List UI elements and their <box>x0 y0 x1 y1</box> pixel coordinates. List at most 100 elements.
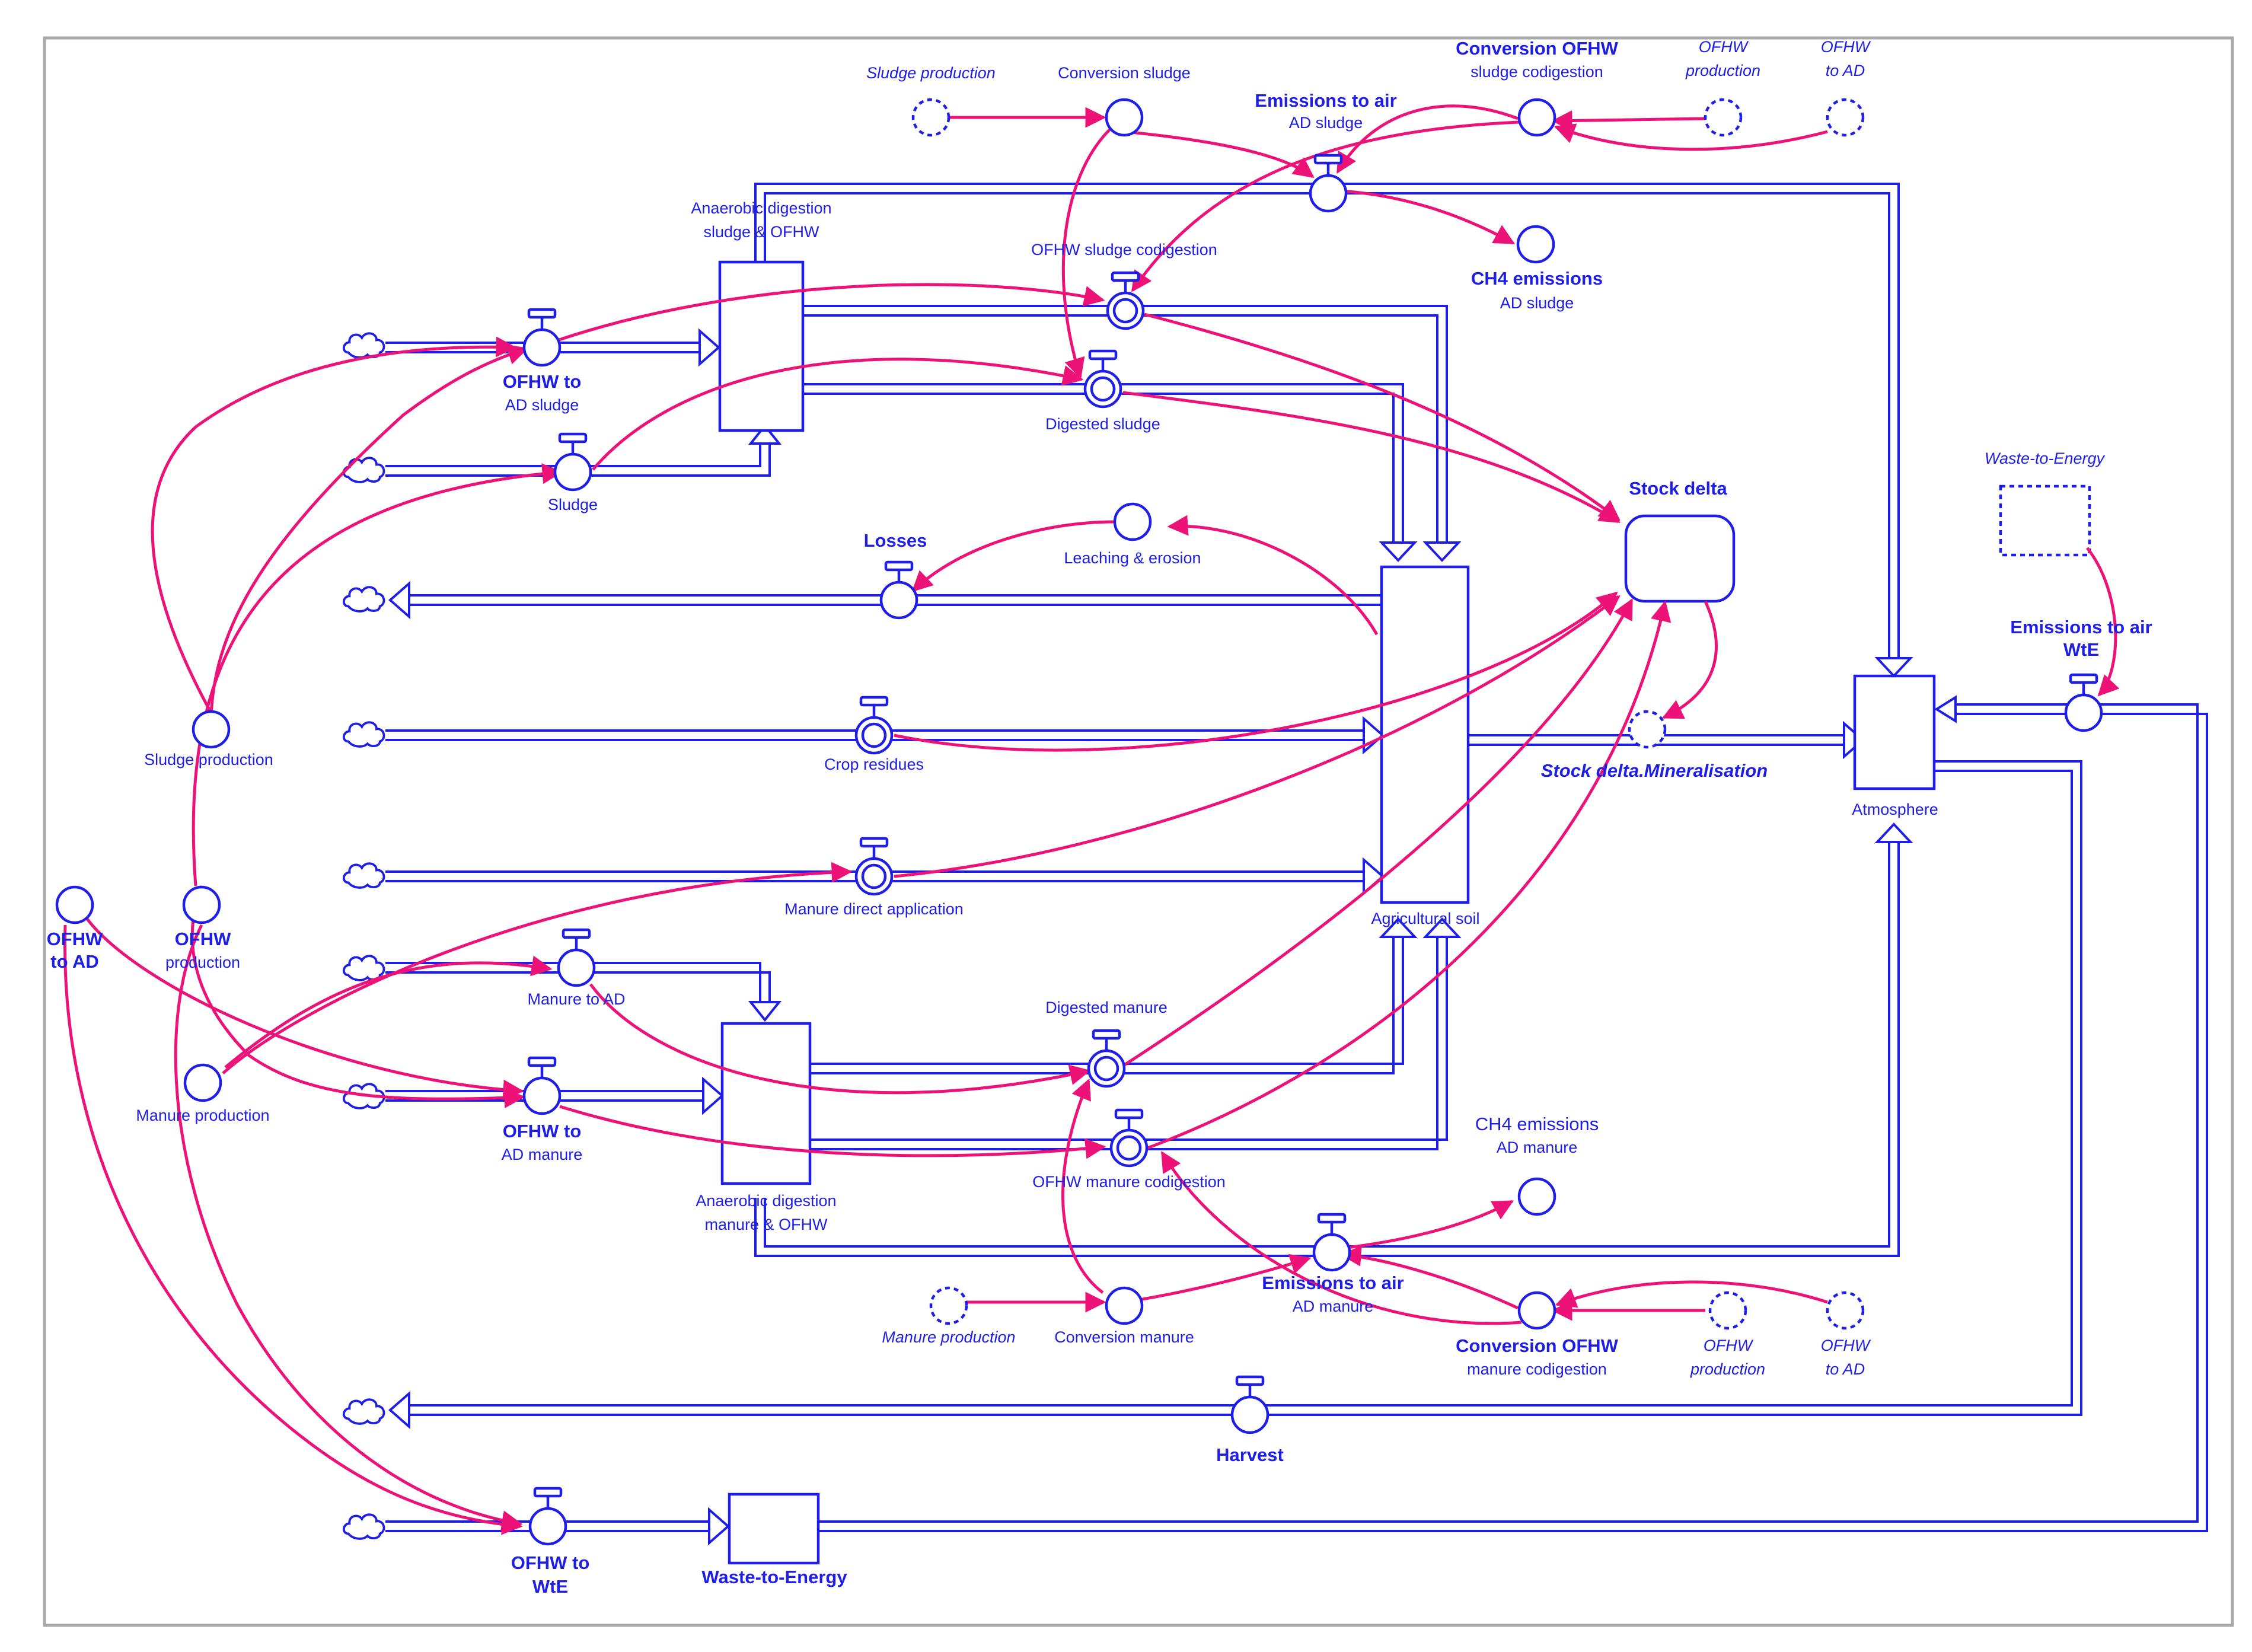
label-leaching: Leaching & erosion <box>1064 549 1201 567</box>
cloud-source-icon <box>343 332 385 359</box>
converters <box>55 98 1865 1330</box>
converter-leaching-erosion[interactable] <box>1113 502 1152 541</box>
label-ofhw-production-bottom: OFHW <box>1704 1337 1754 1354</box>
label-manure-production-bottom: Manure production <box>882 1328 1015 1346</box>
label-ofhw-production-left: OFHW <box>175 929 231 949</box>
label-ofhw-manure-codigestion: OFHW manure codigestion <box>1032 1173 1226 1191</box>
valve-manure-to-ad <box>559 930 594 986</box>
label-ad-sludge-stock-sub: sludge & OFHW <box>703 223 819 241</box>
flow-pipes <box>385 183 2208 1546</box>
label-ad-sludge-stock: Anaerobic digestion <box>691 199 831 217</box>
cloud-source-icon <box>343 1513 385 1540</box>
label-conversion-ofhw-manure-sub: manure codigestion <box>1467 1360 1607 1378</box>
label-manure-to-ad: Manure to AD <box>527 990 625 1008</box>
stock-ad-manure[interactable] <box>720 1022 812 1185</box>
valve-sludge <box>555 434 591 490</box>
ghost-ofhw-production-bottom[interactable] <box>1708 1291 1747 1330</box>
valve-emissions-wte <box>2066 675 2101 731</box>
stock-ad-sludge[interactable] <box>718 260 805 432</box>
stock-waste-to-energy[interactable] <box>728 1492 820 1565</box>
label-harvest: Harvest <box>1216 1444 1284 1465</box>
valve-manure-direct <box>856 838 892 894</box>
valve-emissions-ad-sludge <box>1310 155 1346 211</box>
converter-ofhw-to-ad[interactable] <box>55 885 94 924</box>
ghost-ofhw-to-ad-top[interactable] <box>1826 98 1865 137</box>
label-manure-direct: Manure direct application <box>784 900 964 918</box>
label-digested-sludge: Digested sludge <box>1045 415 1160 433</box>
label-conversion-manure: Conversion manure <box>1054 1328 1194 1346</box>
valve-digested-manure <box>1089 1031 1124 1086</box>
label-emissions-wte-sub: WtE <box>2063 639 2099 660</box>
valve-ofhw-manure-codigestion <box>1111 1110 1147 1166</box>
label-atmosphere: Atmosphere <box>1852 801 1938 818</box>
label-ofhw-production-top-sub: production <box>1685 62 1760 79</box>
label-sludge-production-left: Sludge production <box>144 751 273 768</box>
ghost-ofhw-to-ad-bottom[interactable] <box>1826 1291 1865 1330</box>
label-ofhw-to-wte-sub: WtE <box>532 1576 568 1597</box>
ghost-stock-delta-mineralisation[interactable] <box>1628 710 1667 749</box>
module-stock-delta[interactable] <box>1624 514 1736 603</box>
label-emissions-ad-manure-sub: AD manure <box>1293 1297 1374 1315</box>
converter-manure-production[interactable] <box>183 1063 222 1102</box>
label-ofhw-to-ad-bottom: OFHW <box>1821 1337 1871 1354</box>
stock-agricultural-soil[interactable] <box>1380 565 1470 904</box>
converter-ch4-emissions-ad-manure[interactable] <box>1517 1177 1556 1216</box>
label-ofhw-to-ad-top: OFHW <box>1821 38 1871 56</box>
label-agricultural-soil: Agricultural soil <box>1371 910 1479 927</box>
label-digested-manure: Digested manure <box>1045 999 1168 1016</box>
converter-ch4-emissions-ad-sludge[interactable] <box>1516 225 1555 264</box>
label-conversion-sludge: Conversion sludge <box>1058 64 1191 82</box>
label-ofhw-to-ad-bottom-sub: to AD <box>1826 1360 1865 1378</box>
label-ad-manure-stock-sub: manure & OFHW <box>704 1216 828 1233</box>
valve-harvest <box>1232 1377 1268 1433</box>
label-ad-manure-stock: Anaerobic digestion <box>696 1192 836 1210</box>
converter-sludge-production[interactable] <box>192 710 231 749</box>
stocks <box>718 260 2091 1565</box>
label-ofhw-to-ad-manure: OFHW to <box>503 1121 582 1141</box>
cloud-source-icon <box>343 955 385 981</box>
diagram-frame <box>43 36 2234 1627</box>
label-conversion-ofhw-sludge: Conversion OFHW <box>1456 38 1619 59</box>
converter-conversion-ofhw-sludge[interactable] <box>1517 98 1556 137</box>
label-ofhw-production-top: OFHW <box>1699 38 1749 56</box>
ghost-waste-to-energy[interactable] <box>1999 484 2091 557</box>
label-emissions-ad-sludge: Emissions to air <box>1255 90 1396 111</box>
label-ofhw-sludge-codigestion: OFHW sludge codigestion <box>1031 241 1217 259</box>
cloud-source-icon <box>343 862 385 889</box>
label-conversion-ofhw-sludge-sub: sludge codigestion <box>1471 63 1603 81</box>
label-sludge: Sludge <box>548 496 598 514</box>
label-losses: Losses <box>864 530 927 551</box>
ghost-manure-production-bottom[interactable] <box>929 1286 968 1325</box>
label-ofhw-to-ad-top-sub: to AD <box>1826 62 1865 79</box>
label-ofhw-to-ad-left: OFHW <box>47 929 103 949</box>
valve-ofhw-to-ad-sludge <box>524 310 560 365</box>
label-waste-to-energy: Waste-to-Energy <box>701 1567 847 1587</box>
valve-losses <box>881 562 917 618</box>
converter-ofhw-production[interactable] <box>182 885 221 924</box>
ghost-ofhw-production-top[interactable] <box>1704 98 1743 137</box>
cloud-sink-icon <box>343 1398 385 1425</box>
label-ofhw-to-ad-sludge-sub: AD sludge <box>505 396 579 414</box>
label-ch4-manure: CH4 emissions <box>1475 1114 1599 1134</box>
ghost-sludge-production-top[interactable] <box>911 98 950 137</box>
label-ofhw-production-left-sub: production <box>165 953 240 971</box>
valve-ofhw-to-wte <box>530 1488 566 1544</box>
label-emissions-wte: Emissions to air <box>2010 617 2152 637</box>
label-ofhw-to-ad-left-sub: to AD <box>50 951 99 972</box>
connector-links <box>63 104 2120 1535</box>
valve-crop-residues <box>856 697 892 753</box>
label-ch4-manure-sub: AD manure <box>1497 1138 1578 1156</box>
converter-conversion-ofhw-manure[interactable] <box>1517 1291 1556 1330</box>
converter-conversion-sludge[interactable] <box>1105 98 1144 137</box>
labels: Sludge production Conversion sludge Emis… <box>47 38 2152 1597</box>
stock-atmosphere[interactable] <box>1853 674 1936 790</box>
label-crop-residues: Crop residues <box>824 755 924 773</box>
valve-ofhw-to-ad-manure <box>524 1058 560 1114</box>
valve-ofhw-sludge-codigestion <box>1108 273 1143 329</box>
label-stock-delta: Stock delta <box>1629 478 1727 499</box>
label-sludge-production-top: Sludge production <box>866 64 996 82</box>
label-emissions-ad-manure: Emissions to air <box>1262 1273 1403 1293</box>
converter-conversion-manure[interactable] <box>1105 1286 1144 1325</box>
label-ofhw-to-ad-sludge: OFHW to <box>503 371 582 392</box>
